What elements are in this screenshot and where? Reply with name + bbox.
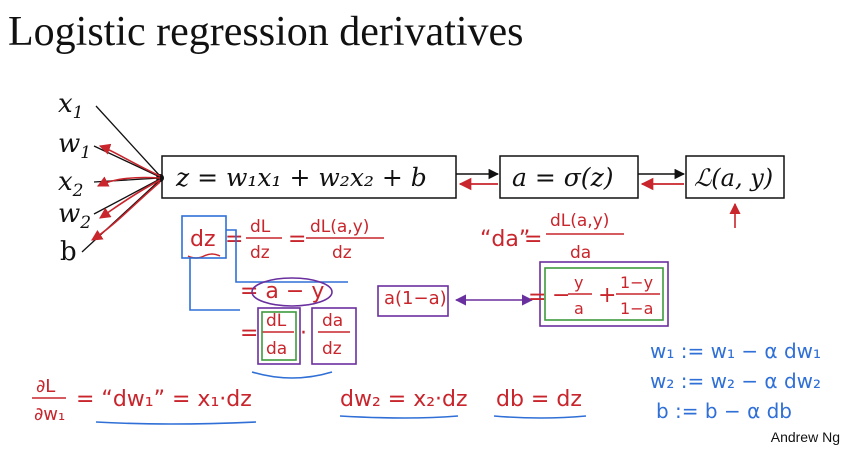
- node-a: a = σ(z): [499, 155, 639, 199]
- da-label: “da”: [480, 227, 530, 252]
- dz-derivation: dz = dL dz = dL(a,y) dz = a − y = dL da …: [187, 217, 447, 359]
- svg-text:=: =: [288, 227, 306, 252]
- node-loss: ℒ(a, y): [685, 155, 785, 199]
- backward-edges: [91, 143, 161, 241]
- da-t1-num: y: [574, 273, 583, 292]
- chain-num1: dL: [266, 311, 287, 331]
- svg-text:=: =: [528, 285, 546, 310]
- node-z: z = w₁x₁ + w₂x₂ + b: [161, 155, 457, 199]
- dw2-expr: dw₂ = x₂·dz: [340, 387, 468, 412]
- dz-eq1-num: dL: [250, 217, 271, 237]
- svg-text:=: =: [225, 227, 243, 252]
- da-eq-num: dL(a,y): [550, 211, 609, 231]
- dw1-num: ∂L: [36, 376, 55, 397]
- input-x2: x2: [58, 167, 84, 201]
- update-rules: w₁ := w₁ − α dw₁ w₂ := w₂ − α dw₂ b := b…: [650, 339, 821, 423]
- svg-text:−: −: [552, 283, 570, 308]
- dz-eq2-num: dL(a,y): [310, 217, 369, 237]
- dw1-rest: = “dw₁” = x₁·dz: [76, 387, 252, 412]
- a-one-minus-a: a(1−a): [384, 288, 447, 309]
- node-loss-label: ℒ(a, y): [694, 164, 773, 192]
- dw1-den: ∂w₁: [34, 404, 65, 425]
- input-labels: x1 w1 x2 w2 b: [58, 89, 91, 267]
- da-eq-den: da: [570, 243, 591, 263]
- svg-text:+: +: [598, 283, 616, 308]
- gradient-results: ∂L ∂w₁ = “dw₁” = x₁·dz dw₂ = x₂·dz db = …: [32, 376, 582, 425]
- update-b: b := b − α db: [656, 399, 792, 423]
- author-credit: Andrew Ng: [770, 429, 840, 445]
- svg-text:·: ·: [300, 321, 307, 346]
- highlight-boxes: [251, 261, 669, 365]
- svg-text:=: =: [240, 321, 258, 346]
- dz-eq2-den: dz: [332, 243, 352, 263]
- gradient-underlines: [95, 415, 587, 425]
- da-derivation: “da” = dL(a,y) da = − y a + 1−y 1−a: [480, 211, 660, 318]
- da-t2-num: 1−y: [620, 273, 653, 292]
- input-w2: w2: [58, 199, 91, 233]
- da-t2-den: 1−a: [620, 299, 653, 318]
- update-w1: w₁ := w₁ − α dw₁: [650, 339, 821, 363]
- db-expr: db = dz: [496, 387, 582, 412]
- dz-label: dz: [190, 227, 216, 252]
- chain-den1: da: [266, 339, 287, 359]
- node-z-label: z = w₁x₁ + w₂x₂ + b: [175, 163, 427, 192]
- chain-den2: dz: [322, 339, 342, 359]
- chain-num2: da: [322, 311, 343, 331]
- svg-text:=: =: [524, 227, 542, 252]
- slide-title: Logistic regression derivatives: [8, 9, 524, 55]
- input-x1: x1: [58, 89, 84, 123]
- dz-eq1-den: dz: [250, 243, 270, 263]
- dz-simplified: = a − y: [240, 279, 324, 304]
- dz-blue-bracket: [181, 215, 348, 379]
- input-w1: w1: [58, 129, 91, 163]
- input-b: b: [60, 237, 77, 267]
- update-w2: w₂ := w₂ − α dw₂: [650, 369, 821, 393]
- da-t1-den: a: [574, 299, 584, 318]
- node-a-label: a = σ(z): [512, 163, 614, 192]
